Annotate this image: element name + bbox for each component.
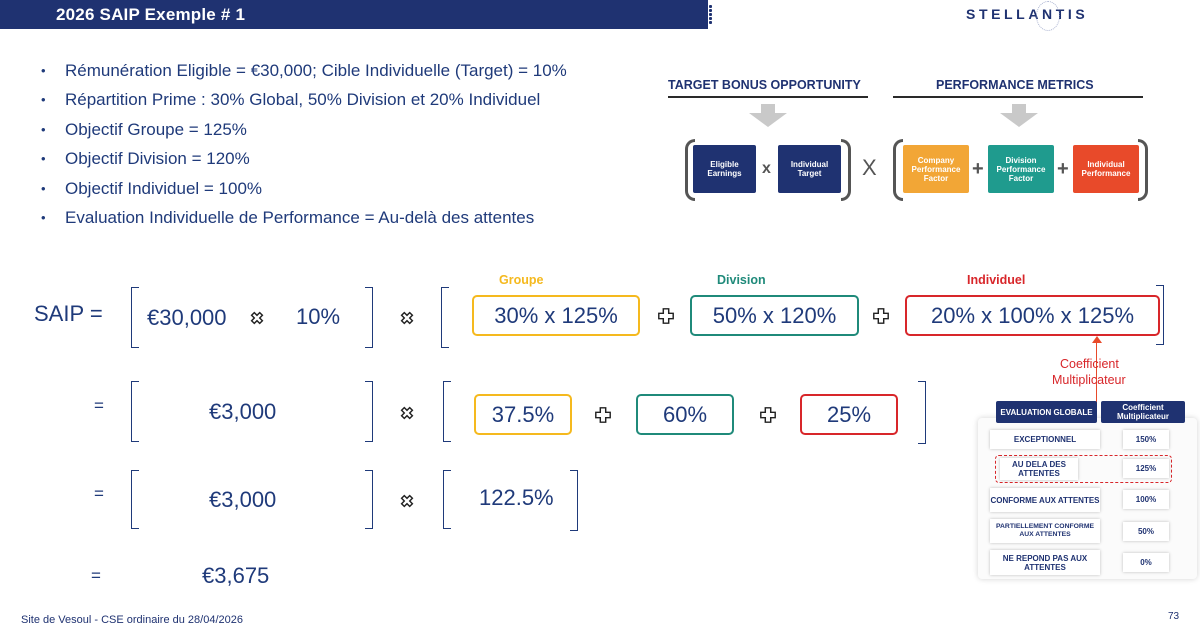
logo-swirl xyxy=(1036,1,1060,31)
title-bar: 2026 SAIP Exemple # 1 xyxy=(0,0,712,29)
individual-performance-box: Individual Performance xyxy=(1073,145,1139,193)
groupe-box: 30% x 125% xyxy=(472,295,640,336)
division-factor-box: Division Performance Factor xyxy=(988,145,1054,193)
coefficient-arrow-line xyxy=(1096,338,1097,408)
individuel-label: Individuel xyxy=(967,273,1026,287)
plus-op: + xyxy=(1057,158,1069,180)
individuel-result-box: 25% xyxy=(800,394,898,435)
rating-eval-cell: EXCEPTIONNEL xyxy=(990,430,1100,449)
rating-eval-cell: CONFORME AUX ATTENTES xyxy=(990,488,1100,512)
plus-icon xyxy=(595,407,611,423)
down-arrow-stem-right xyxy=(1012,104,1026,114)
assumptions-list: Rémunération Eligible = €30,000; Cible I… xyxy=(41,61,567,237)
bracket-left xyxy=(131,287,139,348)
bracket-right xyxy=(918,381,926,444)
row1-amount: €30,000 xyxy=(147,305,227,330)
row1-target: 10% xyxy=(296,304,341,329)
eligible-earnings-box: Eligible Earnings xyxy=(693,145,756,193)
right-paren-1 xyxy=(841,139,851,201)
multiplicateur-label: Multiplicateur xyxy=(1052,373,1126,387)
coefficient-arrow-head-icon xyxy=(1092,336,1102,343)
division-box: 50% x 120% xyxy=(690,295,859,336)
bracket-left xyxy=(443,381,451,442)
bracket-right xyxy=(365,287,373,348)
bracket-left xyxy=(441,287,449,348)
equals-sign: = xyxy=(94,396,104,415)
coefficient-label: Coefficient xyxy=(1060,357,1119,371)
multiply-cross-icon xyxy=(400,494,414,508)
rating-head-coefficient: Coefficient Multiplicateur xyxy=(1101,401,1185,423)
bullet-item: Rémunération Eligible = €30,000; Cible I… xyxy=(41,61,567,90)
bullet-item: Répartition Prime : 30% Global, 50% Divi… xyxy=(41,90,567,119)
bullet-item: Objectif Individuel = 100% xyxy=(41,179,567,208)
bullet-item: Evaluation Individuelle de Performance =… xyxy=(41,208,567,237)
bracket-right xyxy=(1156,285,1164,345)
bullet-item: Objectif Division = 120% xyxy=(41,149,567,178)
bracket-left xyxy=(131,381,139,442)
division-result-box: 60% xyxy=(636,394,734,435)
multiply-cross-icon xyxy=(400,406,414,420)
multiply-op: x xyxy=(762,160,771,177)
plus-icon xyxy=(658,308,674,324)
bracket-right xyxy=(365,381,373,442)
rating-eval-cell: PARTIELLEMENT CONFORME AUX ATTENTES xyxy=(990,519,1100,543)
rating-eval-cell: NE REPOND PAS AUX ATTENTES xyxy=(990,550,1100,575)
row3-amount: €3,000 xyxy=(209,487,277,512)
rating-head-evaluation: EVALUATION GLOBALE xyxy=(996,401,1097,423)
rating-eval-cell: AU DELA DES ATTENTES xyxy=(1000,458,1078,480)
equals-sign: = xyxy=(91,566,101,585)
plus-icon xyxy=(760,407,776,423)
division-label: Division xyxy=(717,273,766,287)
groupe-result-box: 37.5% xyxy=(474,394,572,435)
heading-underline-right xyxy=(893,96,1143,98)
logo-text: STELLANTIS xyxy=(966,6,1089,22)
equals-sign: = xyxy=(94,484,104,503)
bullet-item: Objectif Groupe = 125% xyxy=(41,120,567,149)
page-number: 73 xyxy=(1168,611,1180,622)
down-arrow-right-icon xyxy=(1000,113,1038,127)
total-factor: 122.5% xyxy=(479,485,554,510)
slide-title: 2026 SAIP Exemple # 1 xyxy=(56,5,246,24)
right-paren-2 xyxy=(1138,139,1148,201)
individual-target-box: Individual Target xyxy=(778,145,841,193)
rating-coef-cell: 50% xyxy=(1123,522,1169,541)
company-factor-box: Company Performance Factor xyxy=(903,145,969,193)
plus-icon xyxy=(873,308,889,324)
rating-coef-cell: 150% xyxy=(1123,430,1169,449)
bracket-left xyxy=(131,470,139,529)
rating-coef-cell: 125% xyxy=(1123,459,1169,478)
bracket-left xyxy=(443,470,451,529)
heading-underline-left xyxy=(668,96,868,98)
rating-coef-cell: 100% xyxy=(1123,490,1169,509)
saip-label: SAIP = xyxy=(34,301,103,326)
multiply-cross-icon xyxy=(400,311,414,325)
bracket-right xyxy=(570,470,578,531)
down-arrow-left-icon xyxy=(749,113,787,127)
row2-amount: €3,000 xyxy=(209,399,277,424)
left-paren-2 xyxy=(893,139,903,201)
performance-metrics-heading: PERFORMANCE METRICS xyxy=(936,78,1094,92)
final-result: €3,675 xyxy=(202,563,270,588)
big-multiply-op: X xyxy=(862,155,877,180)
target-bonus-heading: TARGET BONUS OPPORTUNITY xyxy=(668,78,861,92)
multiply-cross-icon xyxy=(250,311,264,325)
rating-coef-cell: 0% xyxy=(1123,553,1169,572)
plus-op: + xyxy=(972,158,984,180)
groupe-label: Groupe xyxy=(499,273,544,287)
stellantis-logo: STELLANTIS xyxy=(966,1,1089,31)
title-bar-dots xyxy=(706,4,716,26)
left-paren-1 xyxy=(685,139,695,201)
selected-rating-highlight xyxy=(995,455,1172,483)
bracket-right xyxy=(365,470,373,529)
individuel-box: 20% x 100% x 125% xyxy=(905,295,1160,336)
footer-text: Site de Vesoul - CSE ordinaire du 28/04/… xyxy=(21,614,243,626)
down-arrow-stem-left xyxy=(761,104,775,114)
